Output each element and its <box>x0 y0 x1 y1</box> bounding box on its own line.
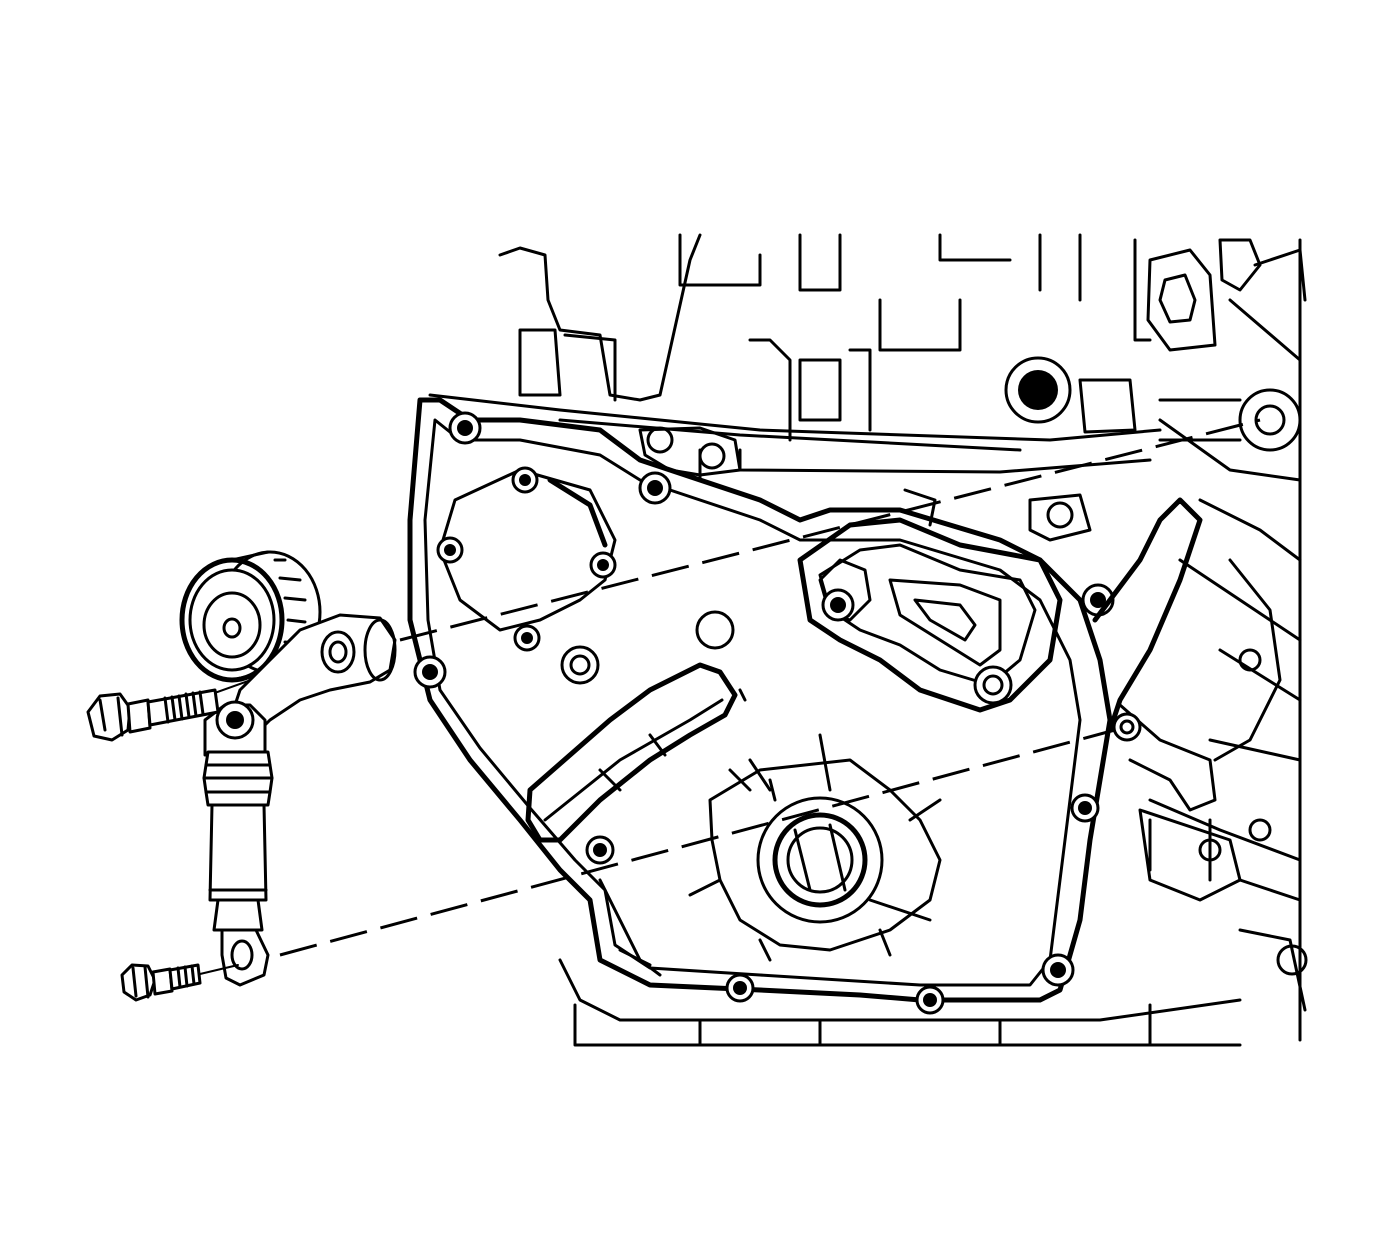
crankshaft-seal <box>688 733 942 962</box>
engine-front-cover <box>407 388 1302 1015</box>
cover-bolts <box>413 411 1115 1015</box>
tensioner-bracket <box>797 488 1063 713</box>
strut-boot <box>202 750 274 807</box>
tensioner-pulley <box>179 550 322 683</box>
crank-sensor <box>525 662 738 843</box>
upper-tensioner-bolt <box>86 688 220 742</box>
drive-belt-tensioner <box>179 550 397 987</box>
lower-tensioner-bolt <box>120 963 239 1002</box>
engine-block <box>428 233 1308 1047</box>
